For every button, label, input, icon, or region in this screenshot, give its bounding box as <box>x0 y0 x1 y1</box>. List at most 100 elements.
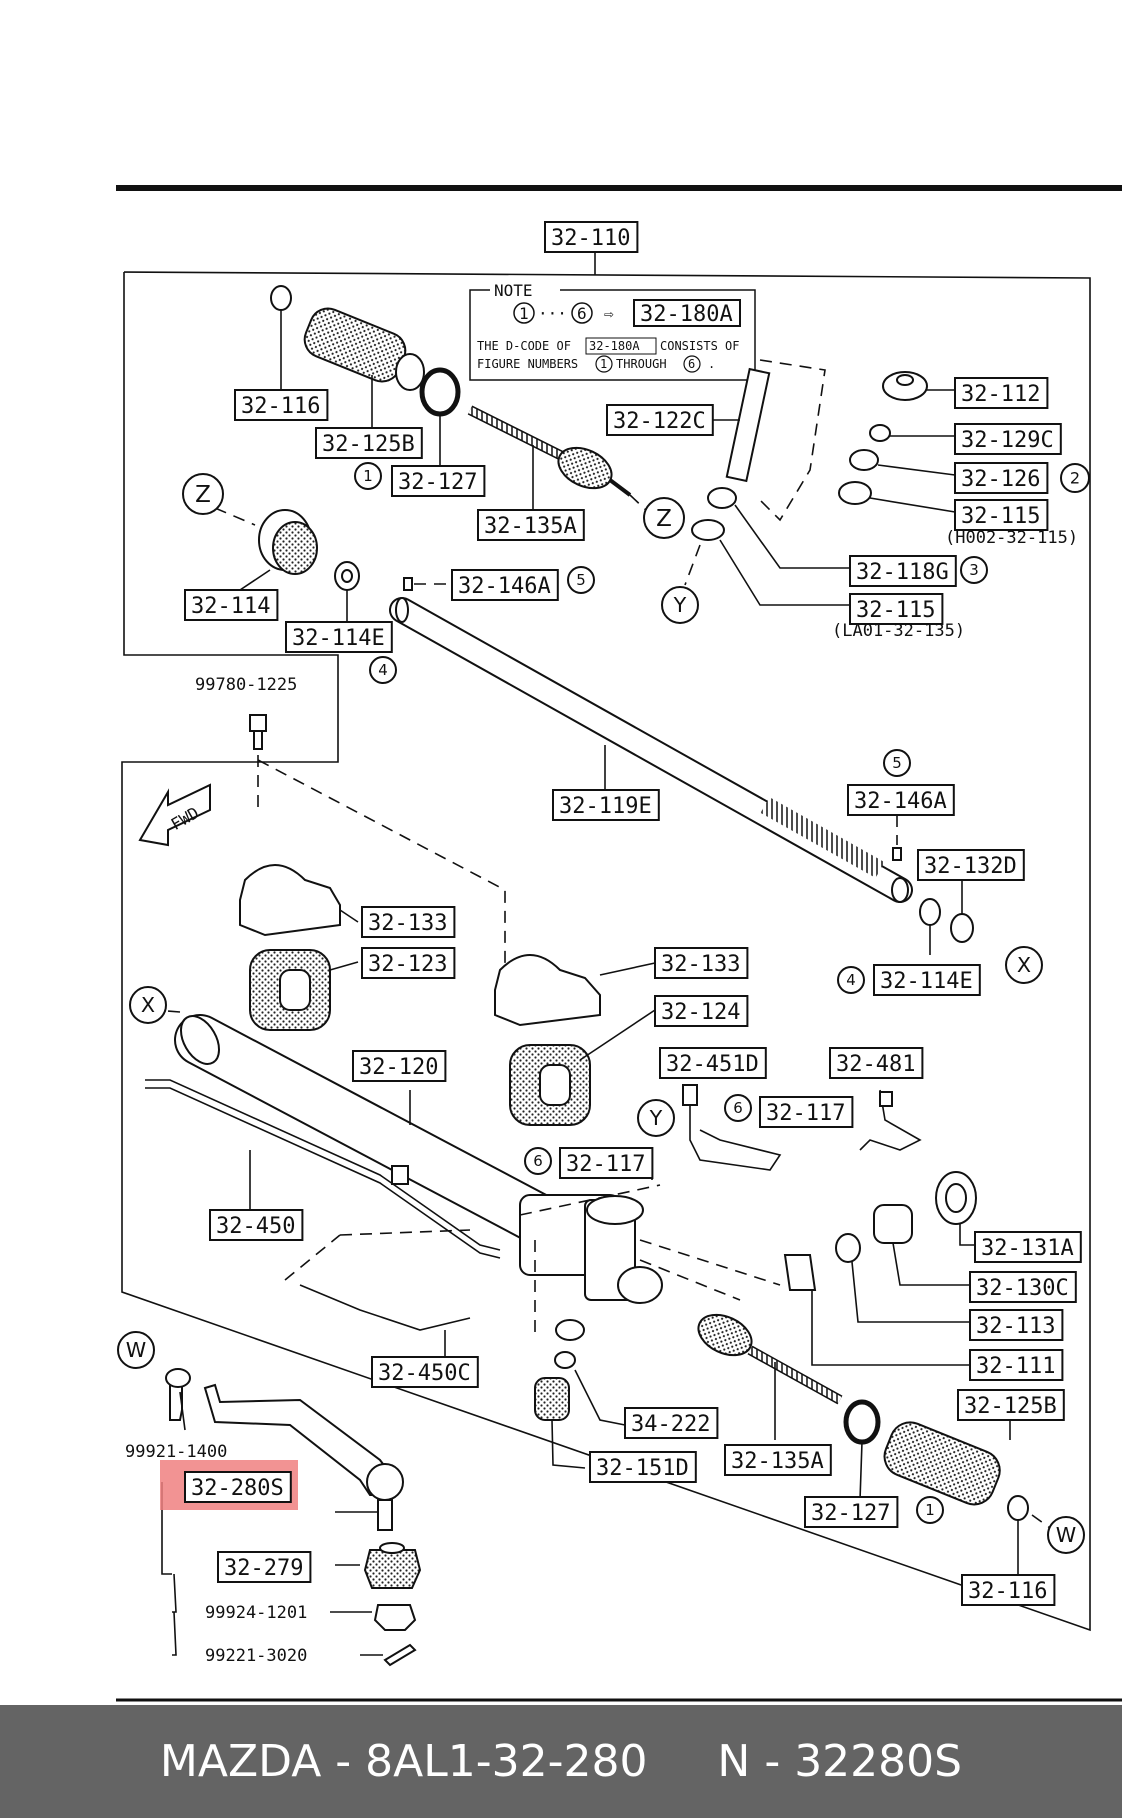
part-number-label: 32-135A <box>731 1449 824 1474</box>
note-range-dots: ··· <box>538 304 567 323</box>
clamp-icon <box>1007 1495 1029 1521</box>
bolt-icon <box>249 714 267 732</box>
part-number-label: 32-113 <box>976 1314 1055 1339</box>
callout-circle <box>1005 946 1043 984</box>
callout-label: 5 <box>892 754 902 772</box>
note-line2-n1: 1 <box>600 357 607 371</box>
callout-circle <box>960 556 988 584</box>
note-code: 32-180A <box>640 302 733 327</box>
part-number-label: 32-127 <box>811 1501 890 1526</box>
parts-diagram: NOTE 1 ··· 6 ⇨ 32-180A THE D-CODE OF 32-… <box>116 185 1122 1702</box>
footer-bar: MAZDA - 8AL1-32-280 N - 32280S <box>0 1705 1122 1818</box>
ring-icon <box>419 367 461 417</box>
part-label-box <box>917 849 1025 881</box>
part-label-box <box>954 423 1062 455</box>
callout-circle <box>524 1147 552 1175</box>
part-number-label: 32-146A <box>854 789 947 814</box>
part-number-label: 32-131A <box>981 1236 1074 1261</box>
callout-label: W <box>126 1338 146 1362</box>
part-label-box <box>285 621 393 653</box>
part-number-label: 32-280S <box>191 1476 284 1501</box>
part-label-box <box>184 589 279 621</box>
part-label-box <box>974 1231 1082 1263</box>
cap-icon <box>534 1377 570 1421</box>
callout-label: 3 <box>969 561 979 579</box>
note-box: NOTE 1 ··· 6 ⇨ 32-180A THE D-CODE OF 32-… <box>469 281 756 381</box>
pipe-icon <box>145 1079 501 1251</box>
pipe-icon <box>299 1284 471 1331</box>
callout-circle <box>117 1331 155 1369</box>
callout-circle <box>916 1496 944 1524</box>
callout-label: 4 <box>846 971 856 989</box>
part-label-box <box>957 1389 1065 1421</box>
callout-circle <box>129 986 167 1024</box>
callout-circle <box>1060 463 1090 493</box>
part-label-box <box>659 1047 767 1079</box>
callout-circle <box>661 586 699 624</box>
note-line2-b: THROUGH <box>616 357 667 371</box>
callout-circle <box>354 462 382 490</box>
note-line2-a: FIGURE NUMBERS <box>477 357 578 371</box>
part-number-label: 32-117 <box>766 1101 845 1126</box>
part-number-label: 32-124 <box>661 1000 740 1025</box>
part-number-label: 32-146A <box>458 574 551 599</box>
mount-bushing-icon <box>249 949 331 1031</box>
part-number-label: 32-114 <box>191 594 270 619</box>
part-number-label: 32-118G <box>856 560 949 585</box>
part-label-box <box>544 221 639 253</box>
hardware-number-label: 99924-1201 <box>205 1603 307 1623</box>
callout-label: Z <box>656 506 672 532</box>
callout-circle <box>883 749 911 777</box>
part-label-box <box>961 1574 1056 1606</box>
boot-icon <box>697 1313 753 1357</box>
part-number-label: 32-111 <box>976 1354 1055 1379</box>
cap-icon <box>873 1204 913 1244</box>
part-number-label: 32-115 <box>961 504 1040 529</box>
dust-boot-icon <box>363 1549 422 1589</box>
part-number-label: 32-133 <box>368 911 447 936</box>
part-number-label: 32-450C <box>378 1361 471 1386</box>
part-number-label: 32-112 <box>961 382 1040 407</box>
part-label-box <box>954 499 1049 531</box>
nut-icon <box>169 1384 183 1421</box>
callout-label: 4 <box>378 661 388 679</box>
part-label-box <box>606 404 714 436</box>
part-label-box <box>804 1496 899 1528</box>
part-label-box <box>759 1096 854 1128</box>
part-label-box <box>724 1444 832 1476</box>
callout-label: 6 <box>733 1099 743 1117</box>
part-number-label: 32-129C <box>961 428 1054 453</box>
hardware-number-label: 99221-3020 <box>205 1646 307 1666</box>
part-label-box <box>849 555 957 587</box>
callout-circle <box>182 473 224 515</box>
part-number-label: 32-114E <box>292 626 385 651</box>
callout-label: X <box>1017 953 1031 977</box>
part-label-box <box>371 1356 479 1388</box>
nut-icon <box>373 1604 417 1631</box>
part-number-label: 32-451D <box>666 1052 759 1077</box>
housing-tube-icon <box>174 1014 566 1246</box>
part-number-label: 32-115 <box>856 598 935 623</box>
callout-label: Y <box>649 1106 663 1130</box>
part-number-label: 32-279 <box>224 1556 303 1581</box>
part-label-box <box>969 1271 1077 1303</box>
part-label-box <box>184 1471 292 1503</box>
part-number-label: 32-116 <box>241 394 320 419</box>
callout-circle <box>369 656 397 684</box>
part-label-box <box>654 947 749 979</box>
boot-icon <box>883 1421 1001 1506</box>
part-label-box <box>391 465 486 497</box>
callout-label: 1 <box>925 1501 935 1519</box>
callout-label: 1 <box>363 467 373 485</box>
part-number-label: 32-135A <box>484 514 577 539</box>
note-title: NOTE <box>494 281 533 300</box>
part-label-box <box>829 1047 924 1079</box>
part-number-label: 32-481 <box>836 1052 915 1077</box>
cotter-pin-icon <box>383 1643 417 1667</box>
note-range-start: 1 <box>519 304 529 323</box>
part-note-label: (LA01-32-135) <box>832 621 965 641</box>
part-label-box <box>969 1309 1064 1341</box>
footer-part-numbers: MAZDA - 8AL1-32-280 N - 32280S <box>159 1736 963 1787</box>
note-line2-c: . <box>708 357 715 371</box>
ring-icon <box>843 1399 881 1445</box>
